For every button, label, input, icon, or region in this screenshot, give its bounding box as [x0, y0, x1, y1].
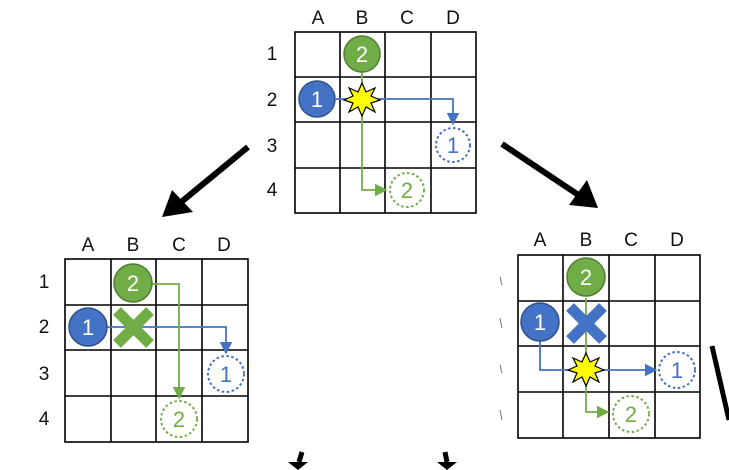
- row-label: 1: [39, 272, 50, 293]
- left-grid: A B C D 1 2 3 4 1 2 1: [39, 235, 249, 443]
- grid-lines: [517, 254, 701, 439]
- col-label: B: [127, 235, 140, 256]
- branch-arrow-icon: [162, 144, 250, 217]
- svg-text:2: 2: [401, 178, 413, 203]
- svg-text:2: 2: [580, 265, 592, 290]
- agent2-goal: 2: [389, 172, 425, 208]
- svg-text:1: 1: [82, 315, 94, 340]
- row-label: 2: [39, 317, 50, 338]
- agent2-goal: 2: [160, 400, 198, 438]
- row-label: 3: [39, 364, 50, 385]
- branch-arrow-icon: [437, 451, 457, 470]
- svg-text:1: 1: [671, 358, 683, 383]
- col-label: B: [356, 8, 369, 29]
- grid-lines: [64, 258, 249, 443]
- col-label: D: [446, 8, 460, 29]
- agent2-circle: 2: [113, 263, 153, 303]
- col-label: B: [580, 230, 593, 251]
- branch-arrow-icon: [500, 141, 598, 208]
- collision-burst-icon: [566, 351, 606, 388]
- agent1-circle: 1: [298, 80, 336, 118]
- right-grid: A B C D 1 2: [499, 230, 701, 439]
- agent2-circle: 2: [566, 257, 606, 297]
- svg-text:1: 1: [311, 87, 323, 112]
- agent1-circle: 1: [68, 307, 108, 347]
- svg-text:2: 2: [625, 402, 637, 427]
- svg-text:1: 1: [447, 133, 459, 158]
- row-label: 1: [267, 44, 278, 65]
- svg-text:2: 2: [173, 407, 185, 432]
- branch-arrow-icon: [709, 345, 729, 421]
- svg-text:2: 2: [356, 42, 368, 67]
- grid-lines: [294, 31, 477, 214]
- col-label: C: [172, 235, 186, 256]
- row-label: 3: [267, 136, 278, 157]
- col-label: A: [534, 230, 547, 251]
- col-label: D: [217, 235, 231, 256]
- col-label: C: [624, 230, 638, 251]
- svg-text:1: 1: [220, 362, 232, 387]
- agent1-goal: 1: [658, 351, 696, 389]
- svg-text:1: 1: [534, 310, 546, 335]
- agent1-path: [539, 340, 658, 377]
- svg-text:2: 2: [127, 271, 139, 296]
- top-grid: A B C D 1 2 3 4 1 2: [267, 8, 477, 214]
- row-label: 4: [267, 180, 278, 201]
- blocked-x-icon: [566, 303, 607, 344]
- collision-burst-icon: [342, 81, 382, 118]
- agent2-path: [152, 283, 186, 400]
- col-label: A: [312, 8, 325, 29]
- agent2-circle: 2: [343, 35, 381, 73]
- col-label: D: [670, 230, 684, 251]
- agent1-circle: 1: [520, 302, 560, 342]
- agent1-path: [106, 326, 233, 355]
- row-label: 4: [39, 409, 50, 430]
- agent2-path: [361, 70, 388, 197]
- cropped-row-marks: [499, 276, 503, 421]
- blocked-x-icon: [113, 307, 154, 348]
- branch-arrow-icon: [288, 451, 308, 470]
- agent2-path: [585, 298, 610, 419]
- agent1-goal: 1: [207, 355, 245, 393]
- col-label: C: [400, 8, 414, 29]
- agent1-goal: 1: [435, 127, 471, 163]
- agent2-goal: 2: [612, 395, 650, 433]
- col-label: A: [82, 235, 95, 256]
- row-label: 2: [267, 90, 278, 111]
